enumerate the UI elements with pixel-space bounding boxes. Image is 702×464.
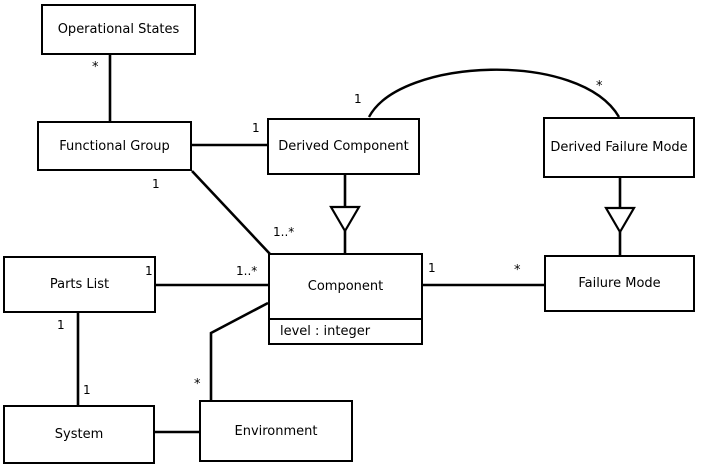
- multiplicity-functional-group-component: 1: [152, 177, 160, 191]
- multiplicity-component-failure-mode: 1: [428, 261, 436, 275]
- class-system[interactable]: System: [3, 405, 155, 464]
- multiplicity-system-parts-list: 1: [83, 383, 91, 397]
- multiplicity-parts-list-system: 1: [57, 318, 65, 332]
- class-failure-mode[interactable]: Failure Mode: [544, 255, 695, 312]
- line-environment-component: [209, 301, 269, 400]
- class-derived-failure-mode[interactable]: Derived Failure Mode: [543, 117, 695, 178]
- class-parts-list[interactable]: Parts List: [3, 256, 156, 313]
- class-name-failure-mode: Failure Mode: [578, 276, 661, 291]
- multiplicity-derived-failure-mode-derived-component: *: [596, 79, 603, 94]
- class-component[interactable]: Component level : integer: [268, 253, 423, 345]
- multiplicity-derived-component-derived-failure-mode: 1: [354, 92, 362, 106]
- multiplicity-operational-states-functional-group: *: [92, 60, 99, 75]
- multiplicity-environment-component: *: [194, 377, 201, 392]
- class-attribute-component-level: level : integer: [270, 318, 421, 343]
- triangle-generalization-derived-failure-mode: [604, 206, 636, 235]
- class-functional-group[interactable]: Functional Group: [37, 121, 192, 171]
- class-name-derived-failure-mode: Derived Failure Mode: [550, 140, 688, 155]
- class-name-system: System: [54, 427, 104, 442]
- multiplicity-failure-mode-component: *: [514, 263, 521, 278]
- multiplicity-component-functional-group: 1..*: [273, 225, 295, 239]
- curve-derived-component-derived-failure-mode: [367, 68, 621, 118]
- multiplicity-parts-list-component: 1: [145, 264, 153, 278]
- class-name-operational-states: Operational States: [57, 22, 180, 37]
- class-name-parts-list: Parts List: [49, 277, 110, 292]
- multiplicity-functional-group-derived-component: 1: [252, 121, 260, 135]
- triangle-generalization-derived-component: [329, 205, 361, 234]
- class-name-derived-component: Derived Component: [278, 139, 409, 154]
- line-functional-group-component: [191, 170, 271, 255]
- class-operational-states[interactable]: Operational States: [41, 4, 196, 55]
- class-environment[interactable]: Environment: [199, 400, 353, 462]
- multiplicity-component-parts-list: 1..*: [236, 264, 258, 278]
- class-name-environment: Environment: [234, 423, 318, 439]
- class-name-functional-group: Functional Group: [59, 138, 170, 154]
- class-derived-component[interactable]: Derived Component: [267, 118, 420, 175]
- class-name-component: Component: [307, 279, 384, 294]
